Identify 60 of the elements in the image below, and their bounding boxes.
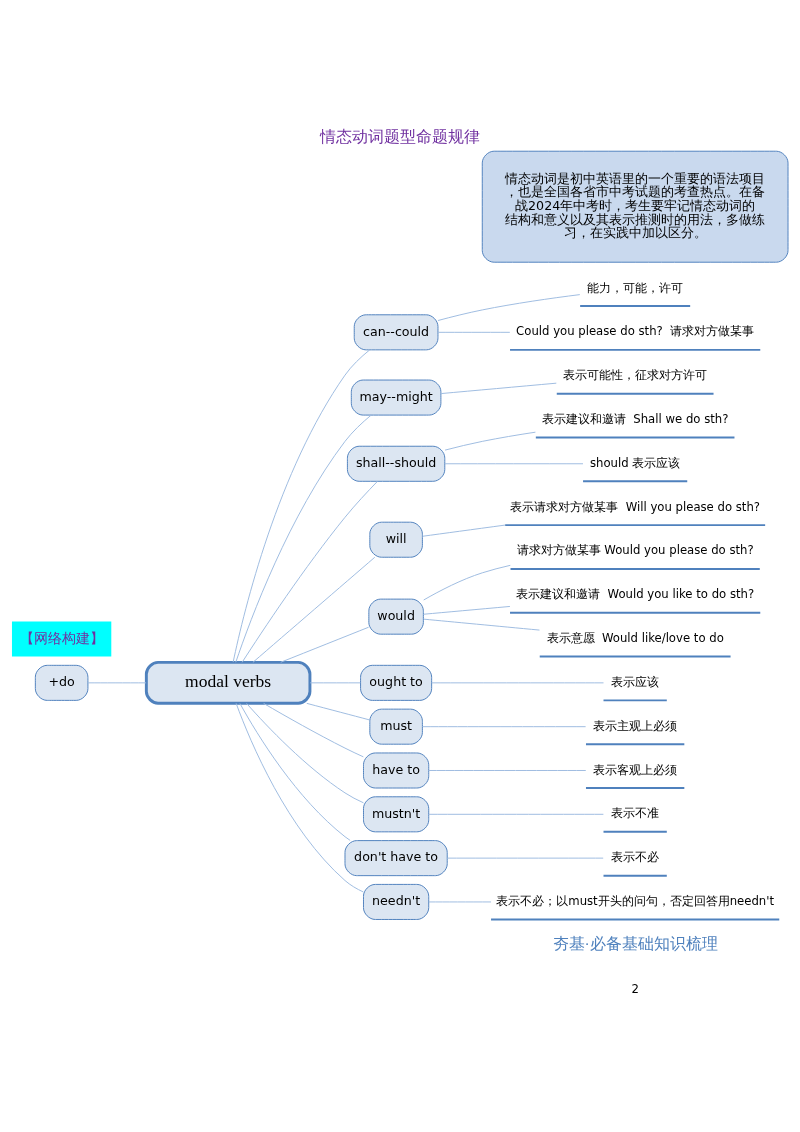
label: 夯基·必备基础知识梳理 (552, 934, 718, 952)
node-text: 表示意愿 Would like/love to do (546, 630, 724, 645)
node-box: +do (34, 664, 89, 701)
label: 2 (631, 981, 639, 996)
node-box: mustn't (363, 795, 430, 832)
connector (280, 626, 370, 663)
node-text: 能力，可能，许可 (587, 280, 684, 295)
label: 【网络构建】 (19, 629, 104, 646)
node-box: 情态动词是初中英语里的一个重要的语法项目，也是全国各省市中考试题的考查热点。在备战2024年中考时，考生要牢记情态动词的结构和意义以及其表示推测时的用法，多做练习，在实践中加以区分。 (481, 150, 789, 263)
node-text: 请求对方做某事 Would you please do sth? (516, 542, 754, 557)
connector (309, 681, 361, 683)
connector (421, 725, 587, 727)
connector (239, 702, 351, 841)
node-text: 表示建议和邀请 Shall we do sth? (541, 411, 729, 426)
connector (423, 618, 540, 631)
node-text: 表示不必 (611, 849, 660, 864)
node-text: Could you please do sth? 请求对方做某事 (516, 323, 755, 338)
connector (423, 564, 511, 600)
node-box: modal verbs (144, 660, 312, 705)
connector (446, 857, 604, 859)
node-box: don't have to (344, 839, 448, 876)
node-text: should 表示应该 (589, 455, 681, 470)
connector (428, 813, 604, 815)
node-text: 表示可能性，征求对方许可 (563, 367, 708, 382)
connector (241, 480, 378, 663)
connector (444, 462, 584, 464)
connector (428, 900, 492, 902)
node-text: 表示客观上必须 (593, 762, 678, 777)
node-text: 表示应该 (611, 674, 660, 689)
connector (431, 681, 604, 683)
connector (87, 681, 147, 683)
connector (440, 382, 557, 394)
node-text: 表示不准 (611, 805, 660, 820)
connector (437, 331, 511, 333)
node-box: must (369, 708, 423, 745)
node-box: can--could (353, 313, 439, 350)
connector (423, 605, 511, 615)
node-box: ought to (360, 664, 433, 701)
node-text: 表示请求对方做某事 Will you please do sth? (510, 499, 761, 514)
connector (437, 293, 581, 321)
connector (235, 414, 372, 663)
connector (421, 524, 506, 537)
node-text: 表示不必；以must开头的问句，否定回答用needn't (496, 893, 775, 908)
node-box: have to (363, 752, 430, 788)
connector (444, 431, 536, 451)
connector (235, 702, 364, 892)
connector (263, 702, 364, 757)
connector (306, 702, 370, 720)
connector (252, 556, 376, 663)
diagram-title: 情态动词题型命题规律 (320, 127, 480, 146)
connector (428, 769, 587, 771)
connector (246, 702, 364, 803)
node-text: 表示建议和邀请 Would you like to do sth? (516, 586, 755, 601)
node-box: would (368, 598, 424, 635)
node-box: will (369, 521, 423, 558)
connector (232, 349, 371, 663)
node-text: 表示主观上必须 (593, 718, 678, 733)
node-box: needn't (363, 883, 430, 920)
node-box: may--might (350, 379, 442, 416)
node-box: shall--should (346, 445, 446, 482)
